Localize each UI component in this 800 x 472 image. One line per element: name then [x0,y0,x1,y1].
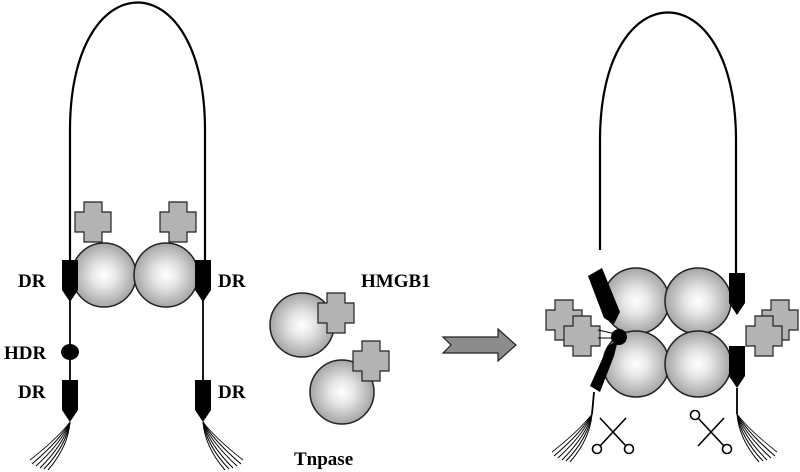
dr-block [195,260,211,302]
label-tnpase: Tnpase [294,449,353,470]
label-hmgb1: HMGB1 [361,271,431,292]
tnpase-sphere [133,242,199,308]
dr-block [729,273,745,315]
dna-loop-left [68,1,207,270]
label-dr: DR [18,382,46,403]
hdr-dot [611,329,627,345]
tnpase-sphere [664,267,732,335]
left-synaptic-complex: DR DR HDR DR DR [4,1,246,471]
free-components: HMGB1 Tnpase [269,271,431,470]
label-dr: DR [18,271,46,292]
dr-block [195,380,211,422]
label-dr: DR [218,382,246,403]
dna-loop-right [598,11,738,275]
dna-frayed-end [551,413,593,463]
right-synaptic-complex [545,11,799,463]
label-dr: DR [218,271,246,292]
hdr-dot [61,344,79,360]
tnpase-sphere [309,359,375,425]
scissors-icon [689,409,733,455]
dr-block [590,340,618,392]
label-hdr: HDR [4,343,47,364]
dr-block [62,260,78,302]
tnpase-sphere [664,330,732,398]
dr-block [588,268,620,324]
dna-frayed-end [202,421,244,471]
hmgb1-block [74,201,112,243]
scissors-icon [591,417,635,455]
dna-frayed-end [736,413,778,463]
reaction-arrow-icon [441,327,517,363]
tether-line [597,329,617,335]
dr-block [62,380,78,422]
dr-block [729,346,745,388]
dna-frayed-end [29,421,71,471]
dna-strand [591,391,595,415]
hmgb1-block [159,201,197,243]
tnpase-sphere [71,242,137,308]
